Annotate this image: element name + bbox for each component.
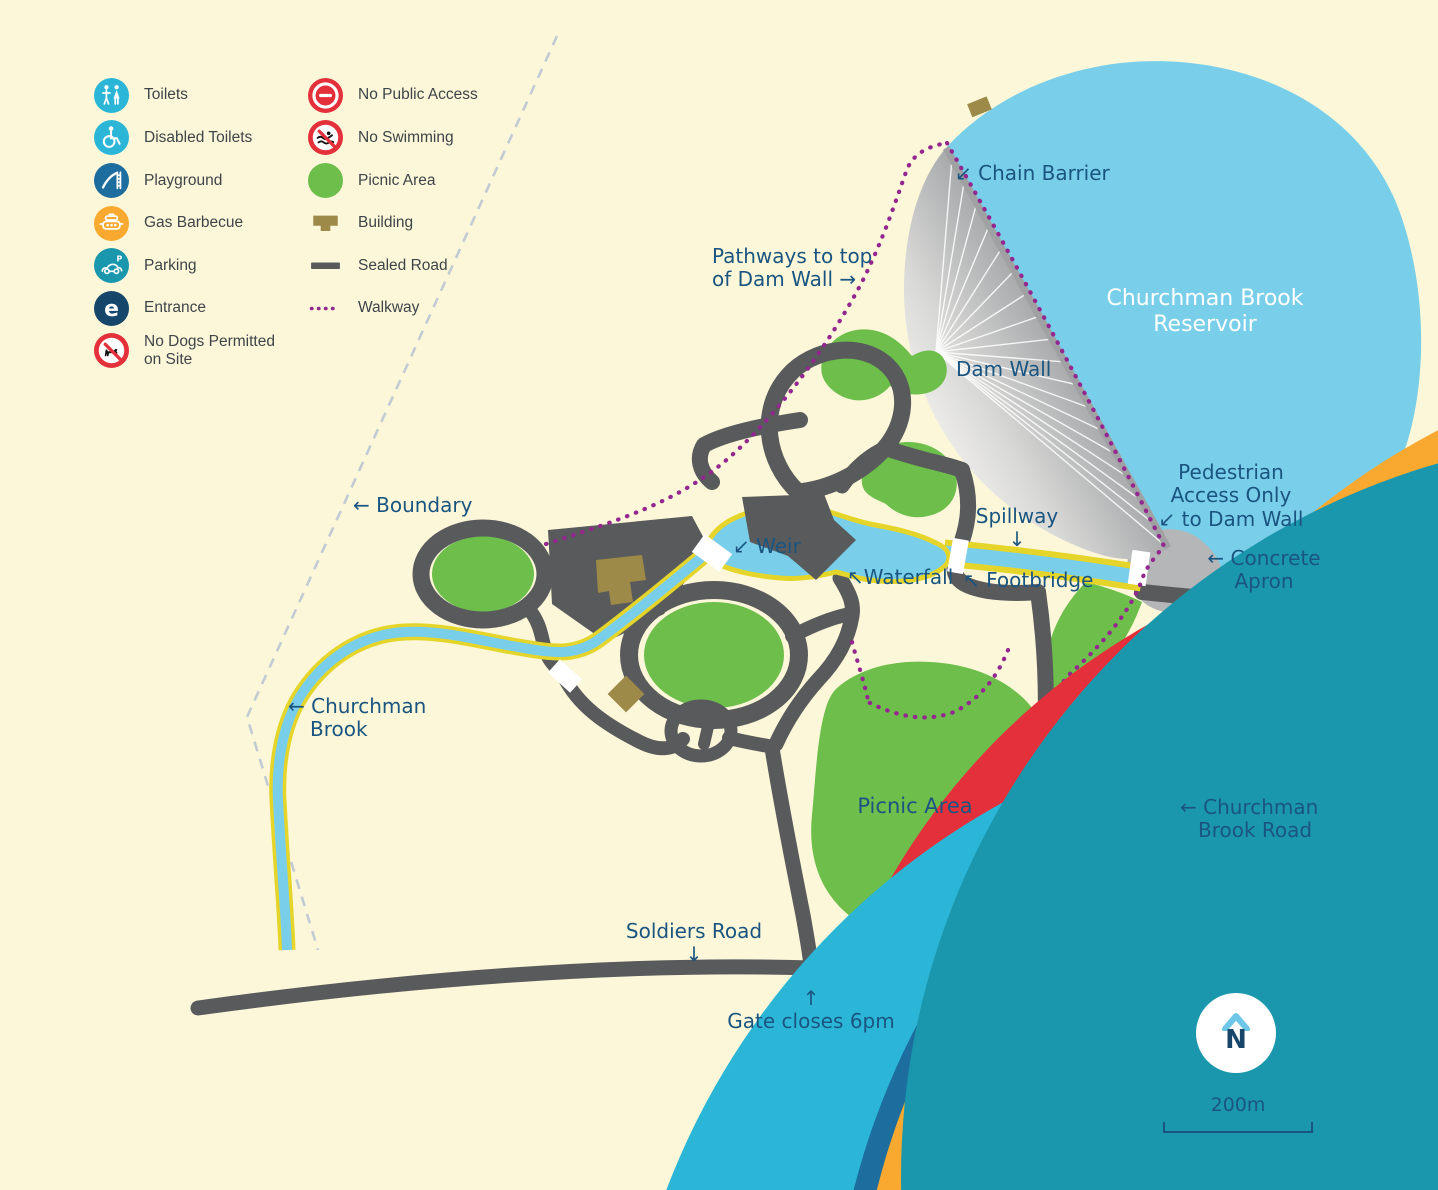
legend-item-sealed-road: Sealed Road — [308, 244, 478, 287]
label-line: ← Concrete — [1207, 545, 1321, 570]
legend-label: Building — [358, 214, 414, 232]
no-public-access-icon — [308, 78, 343, 113]
no-dogs-icon — [94, 333, 129, 368]
label-line: Pedestrian — [1178, 459, 1284, 484]
gas-barbecue-icon — [94, 206, 129, 241]
legend-item-gas-barbecue: Gas Barbecue — [94, 202, 275, 245]
label-line: Soldiers Road — [625, 918, 763, 943]
legend-item-walkway: Walkway — [308, 287, 478, 330]
scale-bar — [1163, 1122, 1313, 1133]
label-boundary: ← Boundary — [353, 492, 473, 518]
legend-label: No Public Access — [358, 86, 478, 104]
picnic-area-icon — [308, 163, 343, 198]
compass: N — [1196, 993, 1276, 1073]
label-gate-closes: ↑Gate closes 6pm — [727, 985, 895, 1034]
label-line: ← Boundary — [353, 492, 473, 517]
no-swimming-icon — [308, 120, 343, 155]
legend-item-disabled-toilets: Disabled Toilets — [94, 117, 275, 160]
legend-label: Toilets — [144, 86, 188, 104]
north-chevron-icon — [1222, 1013, 1250, 1031]
brook-bridge — [547, 659, 583, 693]
disabled-toilets-icon — [94, 120, 129, 155]
label-line: ↙ to Dam Wall — [1158, 506, 1304, 531]
label-waterfall: ↖Waterfall — [847, 564, 954, 590]
legend-label: No Swimming — [358, 128, 454, 146]
building-cluster — [596, 555, 646, 605]
label-line: Pathways to top — [712, 243, 873, 268]
label-line: of Dam Wall → — [712, 267, 857, 292]
legend-item-toilets: Toilets — [94, 74, 275, 117]
weir-bridge — [691, 534, 733, 572]
legend-label: Disabled Toilets — [144, 128, 253, 146]
label-line: ↙ Chain Barrier — [955, 160, 1110, 185]
building-north — [967, 96, 992, 118]
legend-label: Playground — [144, 171, 223, 189]
toilets-icon — [94, 78, 129, 113]
label-line: Picnic Area — [857, 793, 973, 818]
label-chain-barrier: ↙ Chain Barrier — [955, 160, 1110, 186]
playground-icon — [94, 163, 129, 198]
legend-label: Picnic Area — [358, 171, 436, 189]
label-line: Churchman Brook — [1106, 286, 1304, 312]
label-line: Access Only — [1170, 483, 1292, 508]
label-line: Apron — [1234, 569, 1294, 594]
legend-label: Walkway — [358, 299, 420, 317]
scale: 200m — [1163, 1094, 1313, 1133]
legend-label: Entrance — [144, 299, 207, 317]
label-line: ← Churchman — [288, 693, 427, 718]
label-dam-wall: Dam Wall — [956, 356, 1052, 382]
label-line: ↓ — [1008, 527, 1026, 552]
label-line: Dam Wall — [956, 356, 1052, 381]
legend-item-building: Building — [308, 202, 478, 245]
label-line: Reservoir — [1153, 312, 1257, 338]
label-line: Spillway — [975, 503, 1059, 528]
legend-item-no-swimming: No Swimming — [308, 117, 478, 160]
label-line: ↙ Weir — [733, 533, 801, 558]
building-icon — [308, 206, 343, 241]
label-line: ↑ — [802, 985, 820, 1010]
label-weir: ↙ Weir — [733, 533, 801, 559]
label-line: ↓ — [685, 942, 703, 967]
label-line: ← Churchman — [1180, 794, 1319, 819]
legend-item-playground: Playground — [94, 159, 275, 202]
label-line: ↖ Footbridge — [963, 567, 1094, 592]
parking-icon — [94, 248, 129, 283]
legend-label: Sealed Road — [358, 256, 448, 274]
legend-item-no-public-access: No Public Access — [308, 74, 478, 117]
walkway-icon — [308, 291, 343, 326]
label-line: Brook Road — [1198, 818, 1313, 843]
entrance-icon — [94, 291, 129, 326]
legend-item-entrance: Entrance — [94, 287, 275, 330]
label-footbridge: ↖ Footbridge — [963, 567, 1094, 593]
label-soldiers-road: Soldiers Road↓ — [625, 918, 763, 967]
building-diamond — [607, 675, 645, 713]
legend-label: Parking — [144, 256, 197, 274]
legend-item-picnic-area: Picnic Area — [308, 159, 478, 202]
north-letter: N — [1225, 1025, 1247, 1055]
legend-label: Gas Barbecue — [144, 214, 244, 232]
scale-label: 200m — [1210, 1094, 1266, 1116]
label-line: Gate closes 6pm — [727, 1009, 895, 1034]
label-spillway: Spillway↓ — [975, 503, 1059, 552]
legend-item-parking: Parking — [94, 244, 275, 287]
sealed-road-icon — [308, 248, 343, 283]
label-line: ↖Waterfall — [847, 564, 954, 589]
label-picnic-area: Picnic Area — [857, 794, 972, 819]
label-line: Brook — [310, 717, 368, 742]
